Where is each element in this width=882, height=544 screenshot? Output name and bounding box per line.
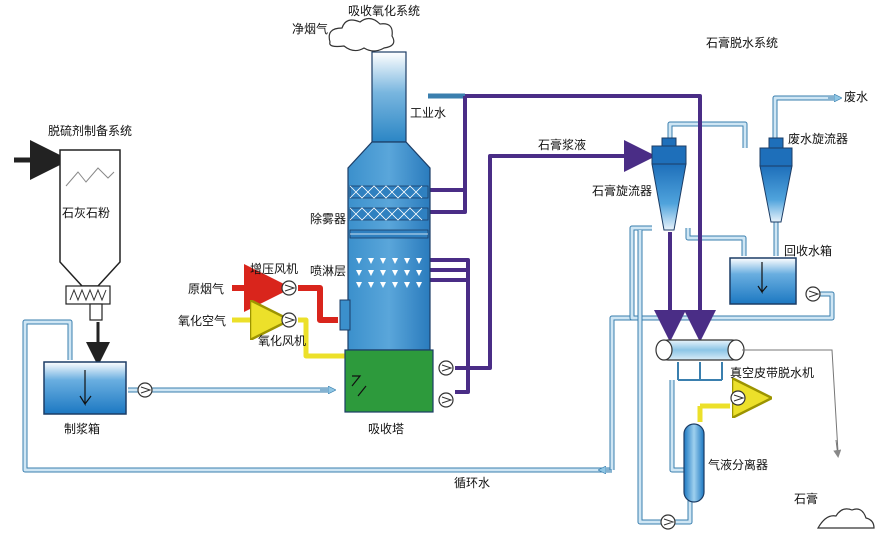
label-industrial-water: 工业水	[410, 106, 447, 120]
label-oxidation-fan: 氧化风机	[258, 334, 307, 348]
pumps	[137, 280, 821, 530]
filtrate-pump-icon	[660, 514, 676, 530]
slurry-lines	[430, 94, 716, 394]
slurry-tank	[43, 361, 127, 415]
absorber-recirculation-pump-icon	[438, 360, 454, 376]
vacuum-belt-filter	[655, 339, 842, 458]
waste-water-cyclone	[759, 137, 793, 223]
label-circulating-water: 循环水	[454, 476, 491, 490]
label-waste-water: 废水	[844, 90, 869, 104]
gypsum-pile	[816, 508, 875, 529]
label-gypsum-dewatering-system: 石膏脱水系统	[706, 36, 779, 50]
label-clean-flue-gas: 净烟气	[292, 22, 329, 36]
label-vacuum-belt-filter: 真空皮带脱水机	[730, 366, 815, 380]
label-raw-flue-gas: 原烟气	[188, 282, 225, 296]
label-spray-layer: 喷淋层	[310, 264, 347, 278]
label-gypsum: 石膏	[794, 492, 819, 506]
label-gypsum-slurry: 石膏浆液	[538, 138, 587, 152]
label-absorption-oxidation-system: 吸收氧化系统	[348, 4, 421, 18]
limestone-silo	[59, 149, 121, 321]
vacuum-pump-icon	[730, 390, 746, 406]
label-desulfurizer-prep-system: 脱硫剂制备系统	[48, 124, 133, 138]
label-gypsum-cyclone: 石膏旋流器	[592, 184, 653, 198]
reclaimed-water-tank	[729, 257, 797, 305]
label-demister: 除雾器	[310, 212, 347, 226]
label-booster-fan: 增压风机	[250, 262, 299, 276]
absorber-bleed-pump-icon	[438, 392, 454, 408]
label-limestone-powder: 石灰石粉	[62, 206, 111, 220]
raw-flue-gas-line	[232, 264, 338, 323]
oxidation-air-line	[232, 320, 762, 422]
label-oxidation-air: 氧化空气	[178, 314, 227, 328]
reclaim-pump-icon	[805, 286, 821, 302]
label-absorber: 吸收塔	[368, 422, 405, 436]
label-waste-water-cyclone: 废水旋流器	[788, 132, 849, 146]
water-lines	[22, 93, 840, 525]
booster-fan-icon	[281, 280, 297, 296]
label-gas-liquid-separator: 气液分离器	[708, 458, 769, 472]
clean-gas-cloud	[328, 17, 395, 52]
slurry-feed-pump-icon	[137, 382, 153, 398]
oxidation-fan-icon	[281, 312, 297, 328]
absorber-tower	[328, 17, 434, 413]
spray-nozzles	[356, 258, 422, 288]
label-reclaimed-water-tank: 回收水箱	[784, 244, 833, 258]
demister-bands	[349, 185, 429, 239]
label-slurry-tank: 制浆箱	[64, 422, 101, 436]
limestone-feed-line	[14, 140, 110, 366]
gypsum-cyclone	[651, 137, 687, 231]
gas-liquid-separator	[683, 423, 705, 503]
